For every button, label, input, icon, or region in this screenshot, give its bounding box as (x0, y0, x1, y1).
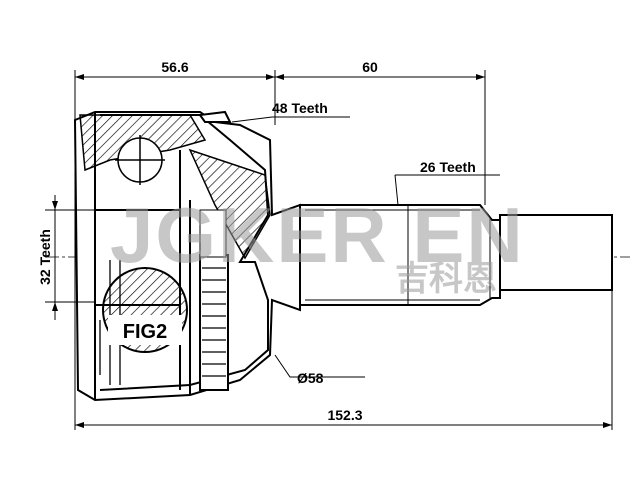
fig2-label: FIG2 (123, 321, 167, 343)
label-48-teeth: 48 Teeth (272, 100, 328, 116)
dimension-lines (45, 70, 613, 430)
dim-152-3: 152.3 (327, 407, 362, 423)
fig2-callout: FIG2 (102, 267, 188, 353)
dim-56-6: 56.6 (161, 59, 188, 75)
watermark: JGKER EN 吉科恩 (110, 191, 525, 298)
dim-diameter-58: Ø58 (297, 370, 324, 386)
label-32-teeth: 32 Teeth (37, 229, 53, 285)
abs-ring (202, 267, 226, 377)
label-26-teeth: 26 Teeth (420, 159, 476, 175)
watermark-chinese: 吉科恩 (395, 260, 497, 298)
watermark-latin: JGKER EN (110, 191, 525, 279)
ball-top (115, 135, 165, 185)
arrowheads (52, 74, 612, 428)
dim-60: 60 (362, 59, 378, 75)
shaft (299, 204, 613, 306)
